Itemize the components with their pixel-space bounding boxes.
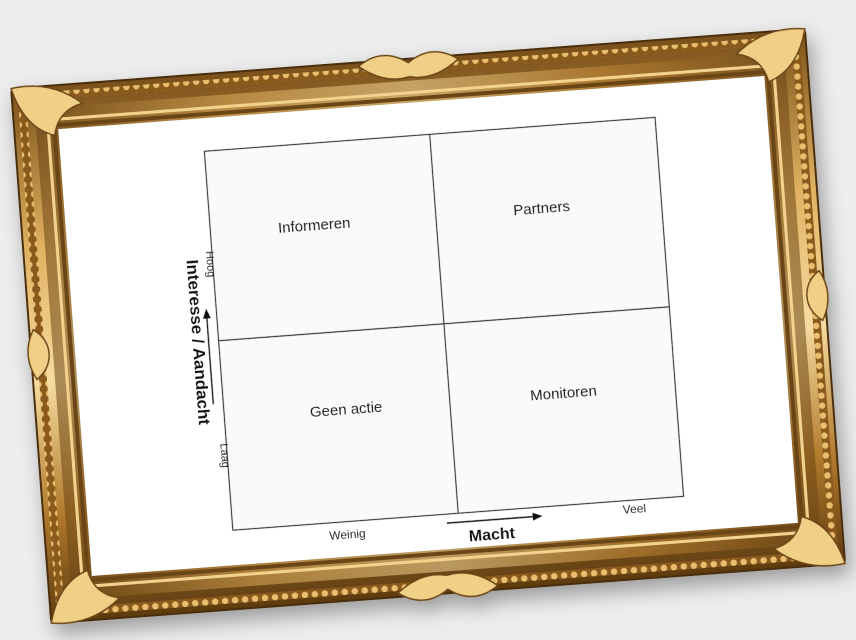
frame-inner-highlight (45, 63, 811, 589)
picture-frame: Informeren Partners Geen actie Monitoren… (10, 27, 847, 625)
y-axis-low-label: Laag (217, 443, 231, 468)
x-axis-title: Macht (468, 525, 516, 545)
y-axis-high-label: Hoog (203, 251, 217, 278)
quadrant-bottom-left-label: Geen actie (309, 399, 383, 421)
ornament-top-center (357, 51, 460, 80)
y-axis-arrowhead-icon (202, 308, 211, 319)
x-axis: Weinig Veel Macht (329, 501, 647, 545)
x-axis-high-label: Veel (622, 501, 646, 517)
quadrant-top-left-label: Informeren (277, 215, 351, 237)
y-axis-arrow-shaft (206, 316, 215, 405)
x-axis-arrow-shaft (446, 515, 535, 524)
x-axis-arrowhead-icon (532, 512, 543, 521)
ornament-bottom-left (50, 569, 122, 625)
matrix-horizontal-divider (218, 306, 670, 342)
ornament-right-center (806, 269, 829, 322)
frame-inner-edge (51, 69, 805, 583)
ornament-top-left (10, 85, 85, 137)
ornament-left-center (27, 328, 50, 381)
ornament-top-right (734, 27, 806, 83)
quadrant-top-right-label: Partners (513, 198, 571, 219)
ornament-bottom-center (396, 572, 499, 601)
quadrant-bottom-right-label: Monitoren (530, 383, 598, 405)
stakeholder-matrix: Informeren Partners Geen actie Monitoren (203, 116, 685, 531)
x-axis-low-label: Weinig (329, 526, 366, 543)
frame-ornaments (10, 27, 847, 625)
ornament-bottom-right (772, 515, 847, 567)
